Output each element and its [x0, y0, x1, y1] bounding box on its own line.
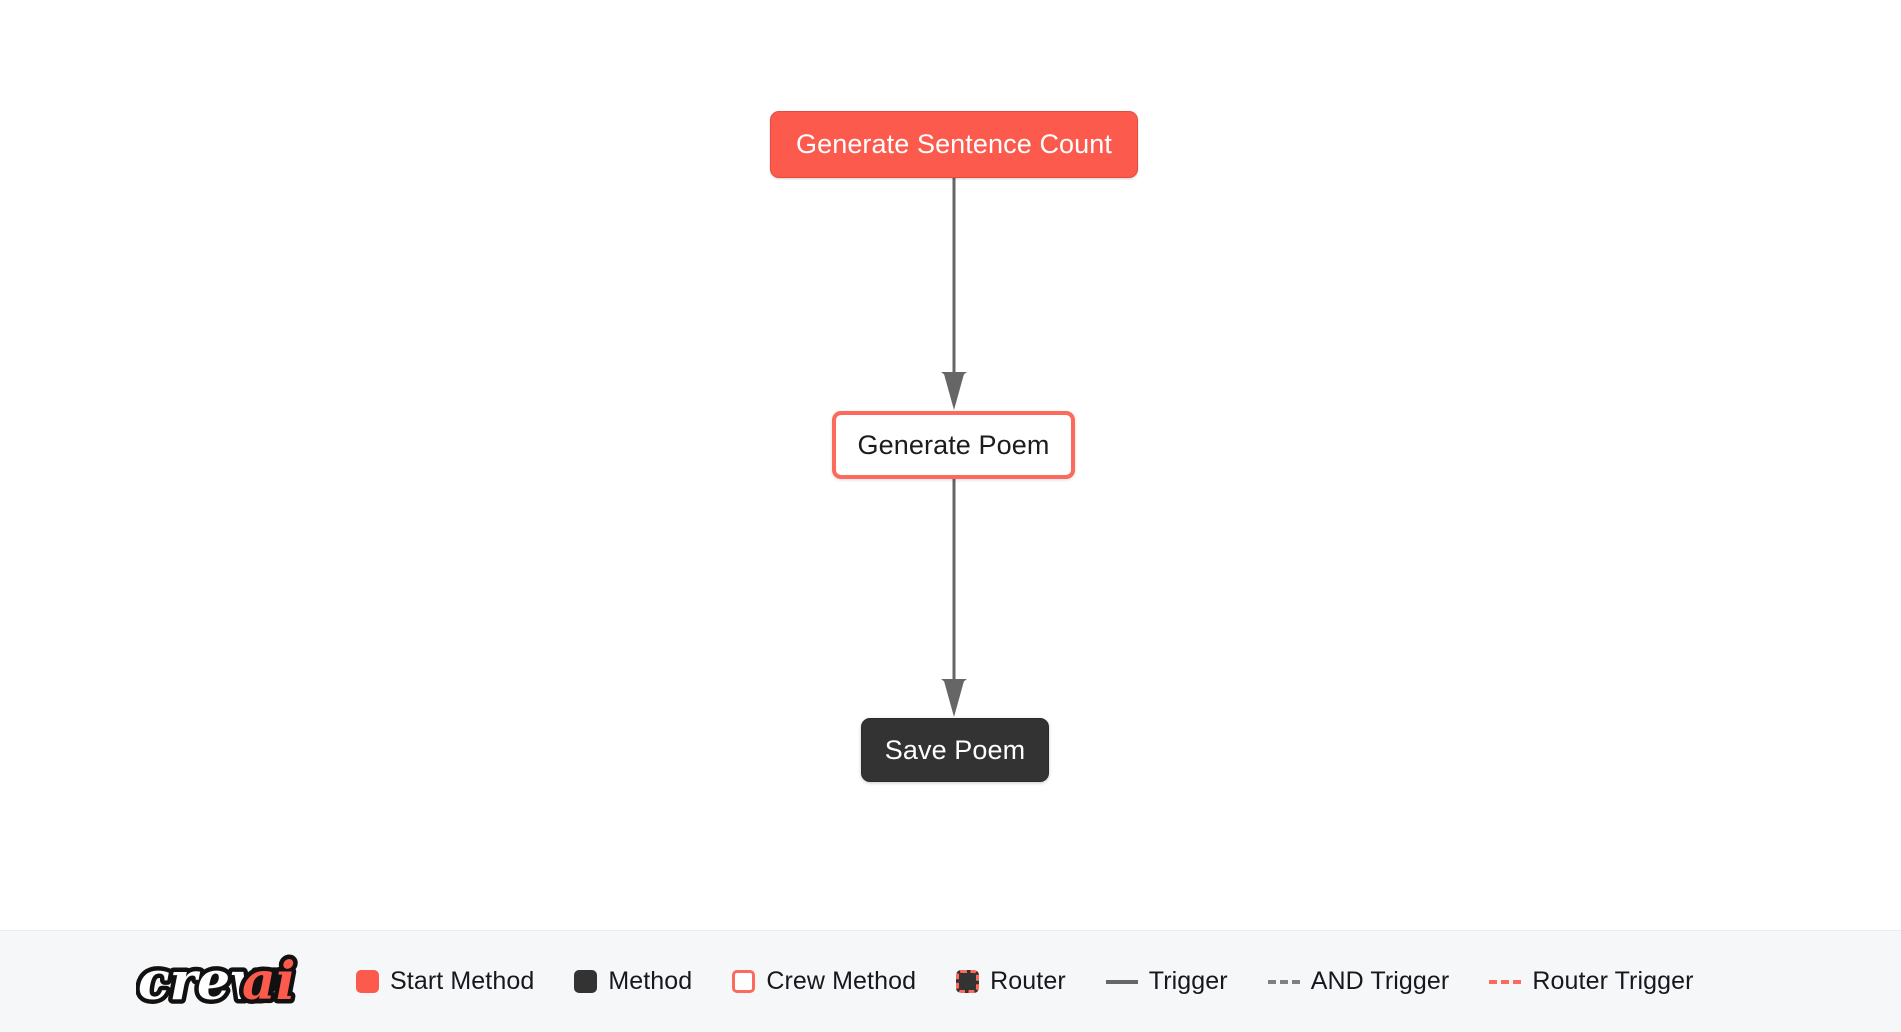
edge-count-to-poem: [941, 178, 967, 410]
flow-node-generate-sentence-count[interactable]: Generate Sentence Count: [770, 111, 1138, 178]
legend-item-label: Method: [608, 967, 693, 995]
flow-node-label: Save Poem: [884, 734, 1026, 765]
legend-item-label: Router: [990, 967, 1066, 995]
legend-item-label: AND Trigger: [1310, 967, 1450, 995]
flow-node-save-poem[interactable]: Save Poem: [861, 718, 1049, 782]
flow-node-generate-poem[interactable]: Generate Poem: [832, 411, 1075, 479]
legend-item-crew-method: Crew Method: [732, 967, 916, 996]
legend-item-label: Start Method: [390, 967, 535, 995]
flow-node-label: Generate Sentence Count: [795, 129, 1113, 159]
legend-item-start-method: Start Method: [356, 967, 534, 996]
legend-item-label: Router Trigger: [1532, 967, 1694, 995]
router-swatch-icon: [956, 970, 980, 993]
method-swatch-icon: [574, 970, 598, 993]
trigger-line-icon: [1105, 979, 1138, 984]
legend-item-router: Router: [956, 967, 1066, 996]
legend-bar: crew crew ai ai Start Method Method Crew…: [0, 930, 1901, 1032]
legend-item-method: Method: [574, 967, 692, 996]
and-trigger-line-icon: [1267, 979, 1300, 984]
svg-text:ai: ai: [242, 951, 295, 1012]
crewai-logo: crew crew ai ai: [136, 951, 316, 1013]
router-trigger-line-icon: [1489, 979, 1522, 984]
legend-items: Start Method Method Crew Method Router T…: [356, 967, 1694, 996]
legend-item-trigger: Trigger: [1105, 967, 1228, 996]
flow-node-label: Generate Poem: [857, 429, 1050, 460]
legend-item-router-trigger: Router Trigger: [1489, 967, 1693, 996]
edge-poem-to-save: [941, 479, 967, 717]
legend-item-label: Crew Method: [766, 967, 917, 995]
flow-edges-layer: [941, 178, 967, 717]
start-method-swatch-icon: [356, 970, 379, 993]
svg-text:crew: crew: [138, 951, 277, 1012]
crew-method-swatch-icon: [732, 970, 756, 993]
svg-text:crew: crew: [138, 951, 277, 1012]
legend-item-label: Trigger: [1148, 967, 1228, 995]
legend-item-and-trigger: AND Trigger: [1267, 967, 1450, 996]
svg-text:ai: ai: [242, 951, 295, 1012]
flow-canvas[interactable]: Generate Sentence Count Generate Poem Sa…: [0, 0, 1901, 930]
